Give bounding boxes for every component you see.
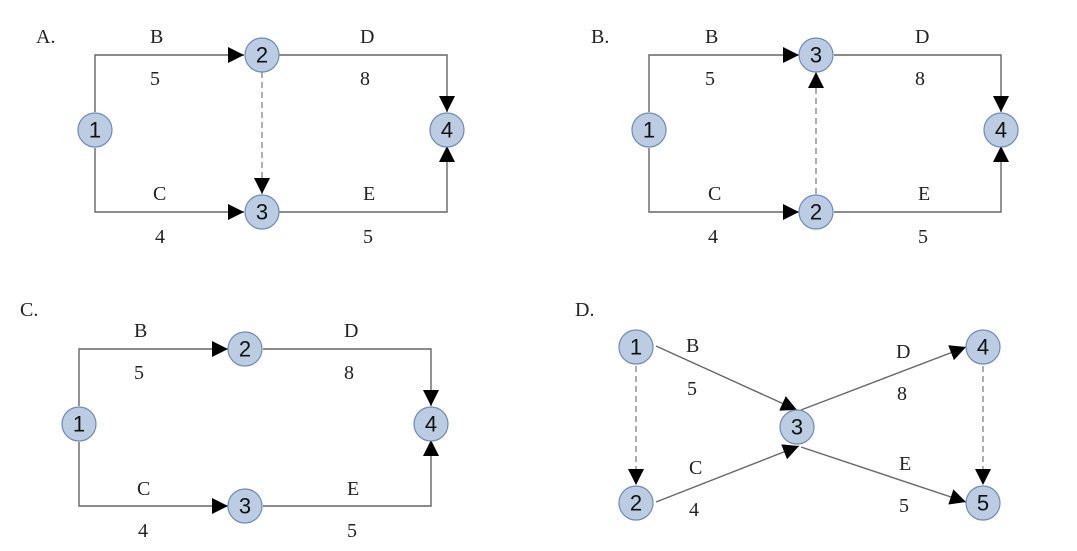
svg-text:1: 1 bbox=[643, 118, 655, 143]
edge-2-4 bbox=[263, 348, 439, 406]
edge-3-4 bbox=[263, 440, 439, 507]
edge-3-4 bbox=[800, 345, 967, 411]
svg-text:1: 1 bbox=[89, 118, 101, 143]
edge-1-2 bbox=[94, 47, 244, 112]
edge-1-3 bbox=[78, 442, 228, 514]
option-a: A. B 5 C 4 D 8 E 5 1 2 3 4 bbox=[36, 26, 465, 248]
node: 4 bbox=[983, 112, 1019, 148]
svg-text:2: 2 bbox=[630, 491, 642, 516]
edge-label-activity: D bbox=[896, 341, 910, 363]
option-b: B. B 5 C 4 D 8 E 5 1 3 2 4 bbox=[591, 26, 1019, 248]
svg-text:1: 1 bbox=[630, 335, 642, 360]
edge-label-duration: 4 bbox=[138, 520, 148, 542]
node: 3 bbox=[227, 488, 263, 524]
edge-2-4 bbox=[279, 54, 455, 112]
node: 3 bbox=[244, 194, 280, 230]
node: 1 bbox=[631, 112, 667, 148]
edge-label-duration: 4 bbox=[708, 226, 718, 248]
svg-text:3: 3 bbox=[810, 43, 822, 68]
option-label: D. bbox=[575, 299, 594, 321]
edge-label-activity: C bbox=[153, 183, 166, 205]
svg-text:2: 2 bbox=[810, 200, 822, 225]
node: 4 bbox=[965, 329, 1001, 365]
svg-text:3: 3 bbox=[791, 415, 803, 440]
edge-label-activity: D bbox=[344, 320, 358, 342]
svg-text:4: 4 bbox=[441, 118, 453, 143]
edge-label-activity: B bbox=[705, 26, 718, 48]
edge-label-duration: 5 bbox=[899, 495, 909, 517]
node: 4 bbox=[413, 406, 449, 442]
svg-text:5: 5 bbox=[977, 491, 989, 516]
node: 5 bbox=[965, 485, 1001, 521]
svg-text:3: 3 bbox=[256, 200, 268, 225]
edge-label-duration: 5 bbox=[150, 68, 160, 90]
edge-label-duration: 5 bbox=[918, 226, 928, 248]
edge-label-duration: 5 bbox=[347, 520, 357, 542]
edge-label-activity: E bbox=[918, 183, 930, 205]
edge-label-activity: B bbox=[686, 335, 699, 357]
edge-1-3 bbox=[94, 148, 244, 220]
edge-label-duration: 5 bbox=[134, 362, 144, 384]
edge-3-5 bbox=[800, 446, 967, 505]
edge-1-3 bbox=[648, 47, 799, 112]
svg-text:4: 4 bbox=[977, 335, 989, 360]
edge-label-activity: E bbox=[899, 453, 911, 475]
edge-label-activity: B bbox=[134, 320, 147, 342]
edge-1-2 bbox=[648, 148, 799, 220]
edge-1-2 bbox=[78, 341, 228, 406]
svg-text:1: 1 bbox=[73, 412, 85, 437]
edge-label-duration: 5 bbox=[705, 68, 715, 90]
svg-text:3: 3 bbox=[239, 494, 251, 519]
edge-label-duration: 4 bbox=[155, 226, 165, 248]
option-label: B. bbox=[591, 26, 609, 48]
option-c: C. B 5 C 4 D 8 E 5 1 2 3 4 bbox=[20, 299, 449, 542]
edge-label-duration: 8 bbox=[360, 68, 370, 90]
svg-text:4: 4 bbox=[425, 412, 437, 437]
node: 2 bbox=[618, 485, 654, 521]
node: 2 bbox=[227, 331, 263, 367]
node: 2 bbox=[798, 194, 834, 230]
edge-label-duration: 8 bbox=[344, 362, 354, 384]
node: 1 bbox=[77, 112, 113, 148]
edge-2-4 bbox=[834, 146, 1009, 213]
node: 1 bbox=[61, 406, 97, 442]
edge-label-activity: D bbox=[915, 26, 929, 48]
edge-label-activity: B bbox=[150, 26, 163, 48]
edge-label-activity: D bbox=[360, 26, 374, 48]
svg-text:2: 2 bbox=[256, 43, 268, 68]
edge-3-4 bbox=[279, 146, 455, 213]
edge-2-3 bbox=[655, 444, 800, 503]
node: 1 bbox=[618, 329, 654, 365]
edge-label-activity: C bbox=[708, 183, 721, 205]
edge-label-activity: C bbox=[689, 457, 702, 479]
edge-label-duration: 4 bbox=[689, 499, 699, 521]
svg-text:4: 4 bbox=[995, 118, 1007, 143]
edge-label-activity: E bbox=[363, 183, 375, 205]
option-label: A. bbox=[36, 26, 55, 48]
edge-label-duration: 5 bbox=[363, 226, 373, 248]
edge-3-4 bbox=[834, 54, 1009, 112]
edge-label-duration: 8 bbox=[915, 68, 925, 90]
option-d: D. B 5 C 4 D 8 E 5 1 2 3 4 5 bbox=[575, 299, 1001, 521]
node: 2 bbox=[244, 37, 280, 73]
edge-label-duration: 8 bbox=[897, 383, 907, 405]
edge-label-activity: E bbox=[347, 478, 359, 500]
node: 3 bbox=[779, 409, 815, 445]
option-label: C. bbox=[20, 299, 38, 321]
svg-text:2: 2 bbox=[239, 337, 251, 362]
edge-1-3 bbox=[655, 345, 798, 411]
node: 4 bbox=[429, 112, 465, 148]
node: 3 bbox=[798, 37, 834, 73]
edge-label-activity: C bbox=[137, 478, 150, 500]
edge-label-duration: 5 bbox=[687, 378, 697, 400]
